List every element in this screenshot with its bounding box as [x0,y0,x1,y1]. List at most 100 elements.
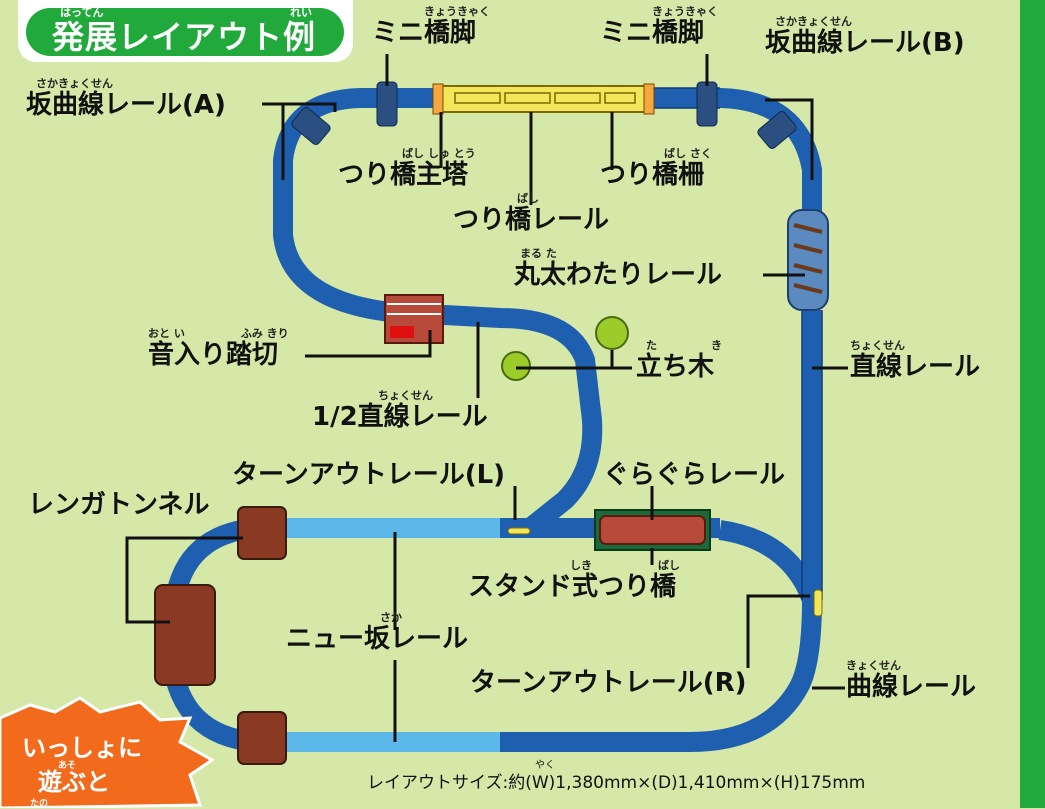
tunnel-top [237,506,287,560]
label-mini-pier-right-text: ミニ橋脚 [600,18,705,48]
label-fence-text: つり橋柵 [600,160,705,190]
label-tree-ruby-2: き [711,339,722,352]
label-turnout-r: ターンアウトレール(R) [470,656,747,698]
label-mini-pier-right-ruby: きょうきゃく [652,5,718,18]
label-crossing-ruby-2: ふみ きり [240,327,289,340]
leader-tunnel [125,536,243,624]
mini-pier-right [696,81,718,127]
label-tower: ばし しゅ とう つり橋主塔 [338,147,476,191]
label-curve-rail-text: 曲線レール [846,672,977,702]
title-badge [26,8,344,56]
bridge-fence-3 [554,92,601,104]
label-turnout-r-text: ターンアウトレール(R) [470,668,747,698]
label-turnout-l: ターンアウトレール(L) [232,448,505,490]
label-crossing-ruby-1: おと い [148,327,185,340]
log-rail [787,209,829,311]
log-1 [793,223,823,234]
label-straight-rail-text: 直線レール [850,352,981,382]
label-slope-curve-b: さかきょくせん 坂曲線レール(B) [765,15,965,59]
log-4 [793,283,823,294]
badge-line-1: いっしょに [22,734,142,762]
label-curve-rail: きょくせん 曲線レール [846,659,977,703]
label-mini-pier-right: きょうきゃく ミニ橋脚 [600,5,718,49]
label-straight-rail-ruby: ちょくせん [850,339,905,352]
label-new-slope-text: ニュー坂レール [286,624,469,654]
label-curve-rail-ruby: きょくせん [846,659,901,672]
label-fence-ruby: ばし さく [664,147,712,160]
tree-2 [501,351,531,381]
label-turnout-r-ruby [470,656,747,668]
label-slope-curve-b-ruby: さかきょくせん [775,15,852,28]
slope-pier-a [291,107,331,145]
label-suspension-rail-ruby: ばし [517,192,539,205]
bridge-fence-4 [604,92,636,104]
label-slope-curve-a: さかきょくせん 坂曲線レール(A) [26,77,226,121]
label-stand-bridge-ruby-2: ばし [658,559,680,572]
leader-crossing [305,330,432,358]
label-tower-ruby: ばし しゅ とう [402,147,476,160]
page-title: 発展レイアウト例 [52,18,317,56]
label-new-slope-ruby: さか [380,611,402,624]
leader-slope-b [765,98,814,180]
bridge-tower-left [432,83,444,115]
label-crossing-text: 音入り踏切 [148,340,279,370]
rail-edge-right [801,310,823,600]
bridge-tower-right [643,83,655,115]
label-log-rail-ruby: まる た [520,247,557,260]
right-edge-stripe [1020,0,1045,808]
label-wobble-rail: ぐらぐらレール [603,448,785,490]
tunnel-left [154,584,216,686]
label-slope-curve-b-text: 坂曲線レール(B) [765,28,965,58]
label-stand-bridge-text: スタンド式つり橋 [468,572,677,602]
layout-size: レイアウトサイズ:約(W)1,380mm×(D)1,410mm×(H)175mm [367,773,866,793]
label-brick-tunnel-text: レンガトンネル [28,490,210,520]
label-half-straight: ちょくせん 1/2直線レール [312,389,488,433]
slope-pier-b [757,111,797,149]
leader-turnout-r [746,594,810,668]
crossing-light [390,326,414,338]
label-tree: たき 立ち木 [636,340,722,383]
layout-size-ruby: やく [535,760,555,771]
label-mini-pier-left: きょうきゃく ミニ橋脚 [372,5,490,49]
leader-lines [125,54,848,742]
label-tree-text: 立ち木 [636,352,715,382]
mini-pier-left [376,81,398,127]
bridge-deck [436,85,651,113]
suspension-bridge [432,83,655,115]
label-brick-tunnel-ruby [28,478,209,490]
label-slope-curve-a-ruby: さかきょくせん [36,77,113,90]
log-2 [793,243,823,254]
label-tree-ruby: たき [636,340,722,352]
leader-slope-a [262,102,337,180]
slope-track [285,518,500,752]
rail-turnout-r-branch [718,520,822,604]
railroad-crossing [384,294,444,344]
label-tree-ruby-1: た [646,339,657,352]
bridge-fence-1 [454,92,501,104]
title-ruby-1: はってん [60,6,104,19]
brick-tunnels [154,506,287,765]
label-crossing-ruby: おと い ふみ きり [148,328,289,340]
wobble-rail-deck [599,515,706,545]
badge-ruby-1: あそ [58,761,77,771]
bridge-fence-2 [504,92,551,104]
label-tower-text: つり橋主塔 [338,160,469,190]
label-half-straight-ruby: ちょくせん [378,389,433,402]
label-half-straight-text: 1/2直線レール [312,402,488,432]
badge-ruby-2: たの [30,799,49,809]
tunnel-bottom [237,711,287,765]
label-mini-pier-left-ruby: きょうきゃく [424,5,490,18]
label-suspension-rail-text: つり橋レール [453,205,610,235]
label-stand-bridge-ruby: しきばし [468,560,680,572]
label-new-slope: さか ニュー坂レール [286,611,469,655]
title-ruby-2: れい [290,6,312,19]
label-turnout-l-ruby [232,448,505,460]
turnout-r-lever [813,589,823,617]
turnout-l-lever [507,527,531,535]
label-slope-curve-a-text: 坂曲線レール(A) [26,90,226,120]
label-brick-tunnel: レンガトンネル [28,478,209,520]
label-turnout-l-text: ターンアウトレール(L) [232,460,506,490]
tree-1 [595,316,629,350]
